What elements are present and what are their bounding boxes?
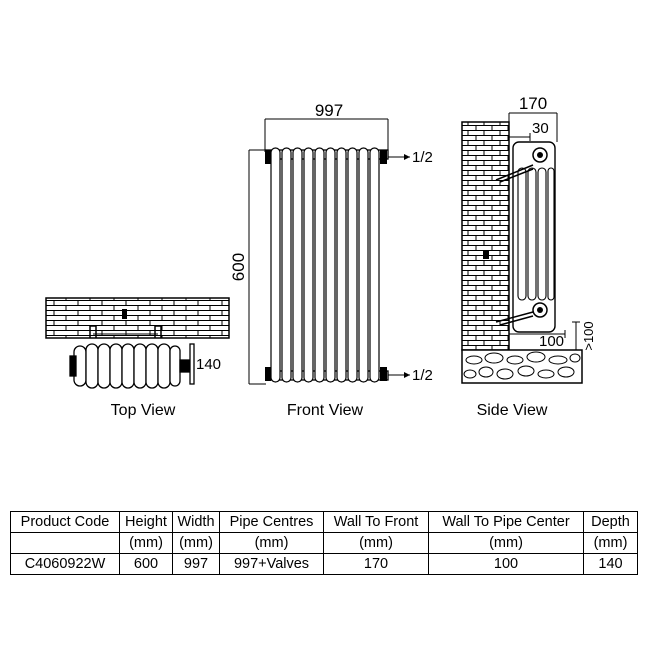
side-view-floor-clearance-label: >100 [581,321,596,350]
table-cell-product-code: C4060922W [10,553,120,575]
top-view-caption: Top View [111,402,176,419]
top-view: 140 Top View [45,297,230,419]
technical-drawing: 140 Top View 997 600 [45,94,596,419]
table-header-cell: Width [172,511,220,533]
side-view-floor [461,349,583,384]
table-row: C4060922W 600 997 997+Valves 170 100 140 [10,553,638,575]
side-view: 170 30 100 >100 Side View [461,94,596,419]
top-view-radiator [69,343,195,389]
side-view-pipe-center-label: 100 [539,333,564,350]
table-cell-width: 997 [172,553,220,575]
table-unit-cell: (mm) [428,532,584,554]
front-view-height-label: 600 [229,253,248,281]
table-cell-wall-to-pipe-center: 100 [428,553,584,575]
table-cell-wall-to-front: 170 [323,553,429,575]
front-view-caption: Front View [287,402,364,419]
side-view-caption: Side View [477,402,548,419]
table-unit-cell: (mm) [583,532,638,554]
table-unit-cell: (mm) [119,532,173,554]
table-cell-height: 600 [119,553,173,575]
table-header-cell: Wall To Pipe Center [428,511,584,533]
front-view-pipe-top-label: 1/2 [412,149,433,166]
table-cell-pipe-centres: 997+Valves [219,553,324,575]
table-header-row: Product Code Height Width Pipe Centres W… [10,511,638,533]
table-unit-cell: (mm) [219,532,324,554]
side-view-depth-label: 170 [519,94,547,113]
table-header-cell: Wall To Front [323,511,429,533]
front-view-radiator [265,147,389,383]
table-header-cell: Pipe Centres [219,511,324,533]
spec-table: Product Code Height Width Pipe Centres W… [10,511,638,575]
table-units-row: (mm) (mm) (mm) (mm) (mm) (mm) [10,532,638,554]
top-view-wall [45,297,230,339]
side-view-wall [461,121,510,351]
table-unit-cell: (mm) [323,532,429,554]
table-header-cell: Height [119,511,173,533]
table-unit-cell [10,532,120,554]
top-view-depth-label: 140 [196,356,221,373]
table-unit-cell: (mm) [172,532,220,554]
front-view: 997 600 [229,101,433,419]
table-cell-depth: 140 [583,553,638,575]
side-view-radiator [495,141,556,333]
table-header-cell: Depth [583,511,638,533]
wall-bracket [122,309,127,319]
top-view-bracket-right [154,325,162,338]
front-view-width-label: 997 [315,101,343,120]
top-view-bracket-left [89,325,97,338]
front-view-pipe-bottom-label: 1/2 [412,367,433,384]
side-view-offset-label: 30 [532,120,549,137]
table-header-cell: Product Code [10,511,120,533]
